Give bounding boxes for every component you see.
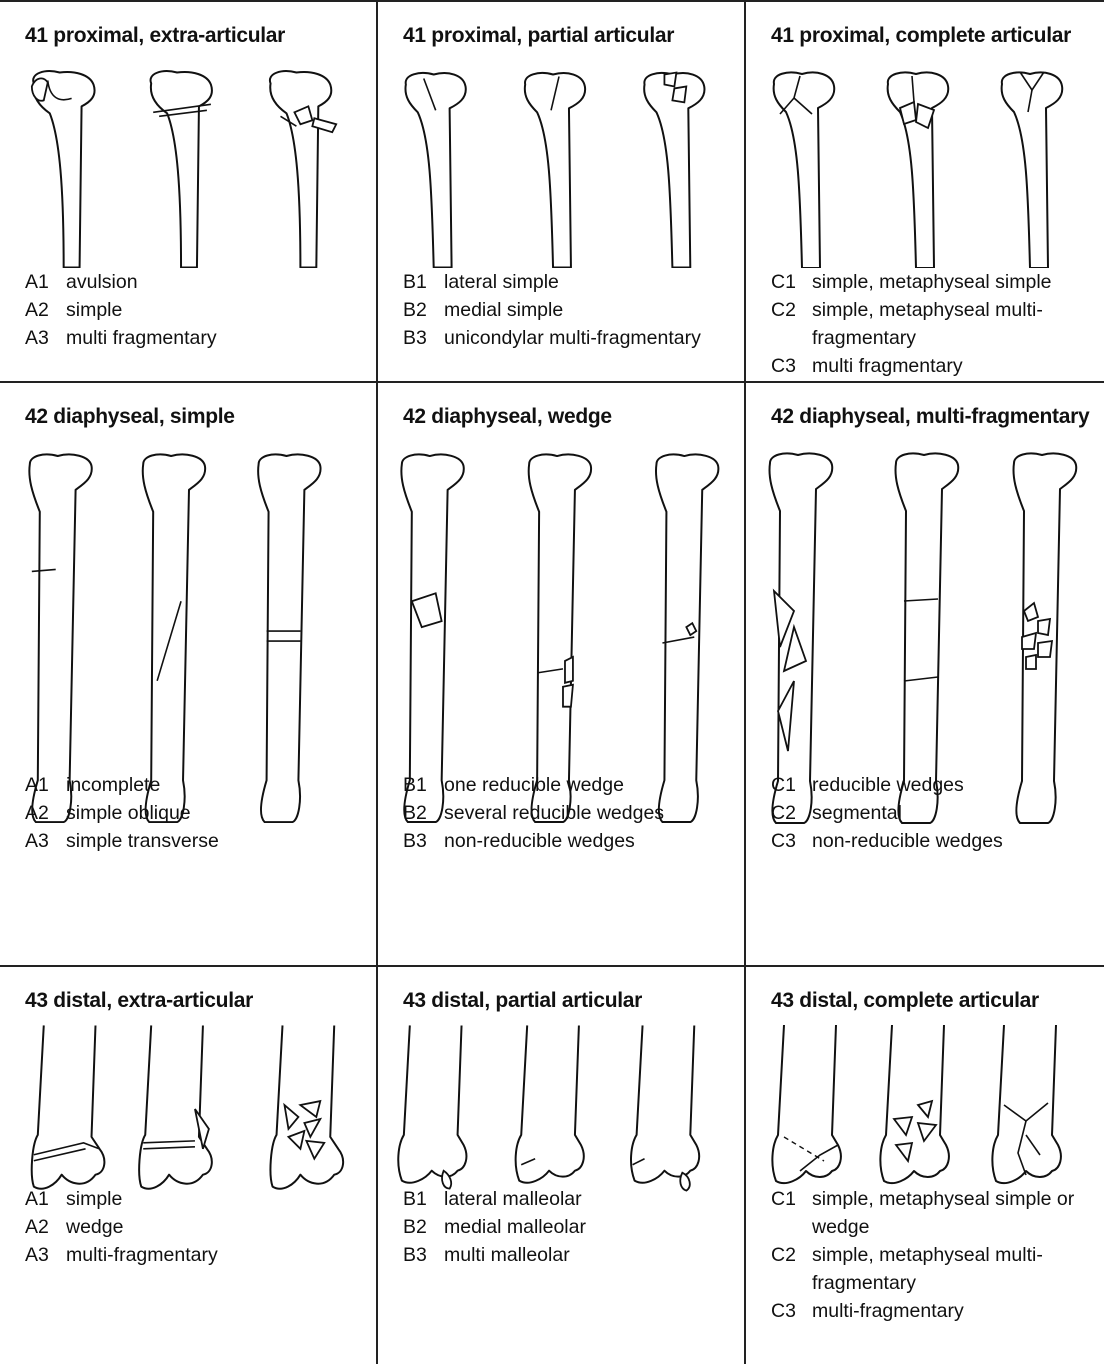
tibia-drawing: [644, 73, 704, 268]
bone-illustrations: [378, 68, 744, 268]
panel-title: 42 diaphyseal, simple: [25, 405, 235, 429]
panel-title: 41 proximal, complete articular: [771, 24, 1071, 48]
bone-illustrations: [0, 68, 376, 268]
tibia-drawing: [992, 1025, 1061, 1183]
tibia-drawing: [769, 453, 832, 823]
tibia-drawing: [1013, 453, 1076, 823]
bone-illustrations: [378, 1025, 744, 1205]
tibia-drawing: [525, 73, 585, 267]
tibia-drawing: [405, 73, 465, 267]
panel-title: 41 proximal, extra-articular: [25, 24, 285, 48]
tibia-drawing: [401, 454, 463, 822]
tibia-drawing: [880, 1025, 949, 1183]
tibia-drawing: [151, 71, 212, 267]
tibia-drawing: [270, 71, 336, 267]
panel-42-diaphyseal-wedge: 42 diaphyseal, wedge: [378, 383, 746, 967]
panel-title: 43 distal, extra-articular: [25, 989, 253, 1013]
tibia-drawing: [888, 72, 949, 268]
tibia-drawing: [516, 1025, 584, 1182]
panel-43-distal-extra-articular: 43 distal, extra-articular: [0, 967, 378, 1364]
panel-42-diaphyseal-multi-fragmentary: 42 diaphyseal, multi-fragmentary: [746, 383, 1104, 967]
tibia-drawing: [32, 71, 95, 267]
panel-title: 43 distal, partial articular: [403, 989, 642, 1013]
tibia-drawing: [258, 454, 320, 822]
tibia-drawing: [398, 1025, 466, 1188]
panel-title: 43 distal, complete articular: [771, 989, 1039, 1013]
tibia-drawing: [772, 1025, 841, 1183]
bone-illustrations: [746, 68, 1104, 268]
panel-title: 42 diaphyseal, multi-fragmentary: [771, 405, 1089, 429]
tibia-drawing: [32, 1025, 105, 1188]
tibia-drawing: [139, 1025, 212, 1188]
panel-43-distal-complete-articular: 43 distal, complete articular: [746, 967, 1104, 1364]
tibia-drawing: [895, 453, 958, 823]
tibia-drawing: [29, 454, 91, 822]
bone-illustrations: [0, 1025, 376, 1205]
tibia-drawing: [1002, 72, 1063, 268]
tibia-drawing: [774, 72, 835, 268]
tibia-drawing: [143, 454, 205, 822]
tibia-drawing: [529, 454, 591, 822]
tibia-drawing: [270, 1025, 343, 1188]
bone-illustrations: [746, 1025, 1104, 1205]
tibia-drawing: [631, 1025, 699, 1190]
panel-title: 42 diaphyseal, wedge: [403, 405, 612, 429]
panel-title: 41 proximal, partial articular: [403, 24, 674, 48]
panel-41-proximal-extra-articular: 41 proximal, extra-articular: [0, 0, 378, 383]
tibia-drawing: [656, 454, 718, 822]
panel-41-proximal-complete-articular: 41 proximal, complete articular: [746, 0, 1104, 383]
